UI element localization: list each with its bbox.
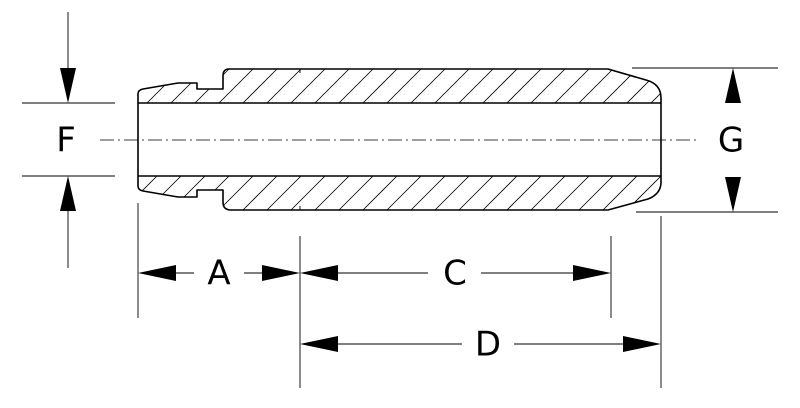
hatch-line <box>479 176 521 210</box>
hatch-line <box>383 69 425 103</box>
hatch-line <box>551 69 593 103</box>
hatch-line <box>311 69 353 103</box>
hatch-line <box>335 69 377 103</box>
hatch-line <box>503 69 545 103</box>
hatch-line <box>623 69 661 103</box>
hatch-line <box>647 176 661 210</box>
hatch-line <box>479 69 521 103</box>
hatch-line <box>503 176 545 210</box>
dim-d-arrow-right <box>623 336 661 352</box>
dim-a-arrow-left <box>138 265 176 281</box>
hatch-line <box>455 176 497 210</box>
dim-label-a: A <box>207 254 230 294</box>
dimension-g: G <box>718 68 744 212</box>
dim-label-g: G <box>718 121 744 161</box>
dim-c-arrow-left <box>300 265 338 281</box>
hatch-line <box>191 69 233 103</box>
hatch-line <box>431 69 473 103</box>
hatch-line <box>263 69 305 103</box>
hatch-line <box>215 69 257 103</box>
hatch-line <box>359 69 401 103</box>
dim-label-f: F <box>56 121 76 161</box>
hatching-bottom <box>138 173 712 213</box>
hatch-line <box>527 69 569 103</box>
dim-c-arrow-right <box>573 265 611 281</box>
hatch-line <box>215 176 257 210</box>
hatch-line <box>527 176 569 210</box>
hatch-line <box>167 69 209 103</box>
dimension-f: F <box>56 12 76 268</box>
dim-label-d: D <box>475 325 501 365</box>
dimension-d: D <box>300 325 661 365</box>
dim-d-arrow-left <box>300 336 338 352</box>
hatch-line <box>263 176 305 210</box>
hatch-line <box>647 69 661 103</box>
hatch-line <box>431 176 473 210</box>
hatch-line <box>311 176 353 210</box>
hatch-line <box>287 176 329 210</box>
hatch-line <box>359 176 401 210</box>
hatch-line <box>138 69 161 103</box>
dimension-a: A <box>138 254 300 294</box>
dim-a-arrow-right <box>262 265 300 281</box>
hatch-line <box>551 176 593 210</box>
dimension-c: C <box>300 254 611 294</box>
hatch-line <box>239 176 281 210</box>
hatch-line <box>383 176 425 210</box>
hatch-line <box>672 173 712 213</box>
hatch-line <box>167 176 209 210</box>
extension-lines <box>22 67 778 388</box>
hatch-line <box>455 69 497 103</box>
hatch-line <box>575 69 617 103</box>
hatch-line <box>191 176 233 210</box>
hatch-line <box>287 69 329 103</box>
dim-g-arrow-top <box>725 68 741 103</box>
dim-f-arrow-top <box>60 68 76 103</box>
hatch-line <box>599 176 641 210</box>
hatch-line <box>407 176 449 210</box>
dim-label-c: C <box>443 254 467 294</box>
hatch-line <box>407 69 449 103</box>
dim-g-arrow-bottom <box>725 177 741 212</box>
dim-f-arrow-bottom <box>60 176 76 211</box>
hatch-line <box>575 176 617 210</box>
hatching-top <box>138 66 712 106</box>
hatch-line <box>335 176 377 210</box>
hatch-line <box>672 66 712 106</box>
hatch-line <box>239 69 281 103</box>
